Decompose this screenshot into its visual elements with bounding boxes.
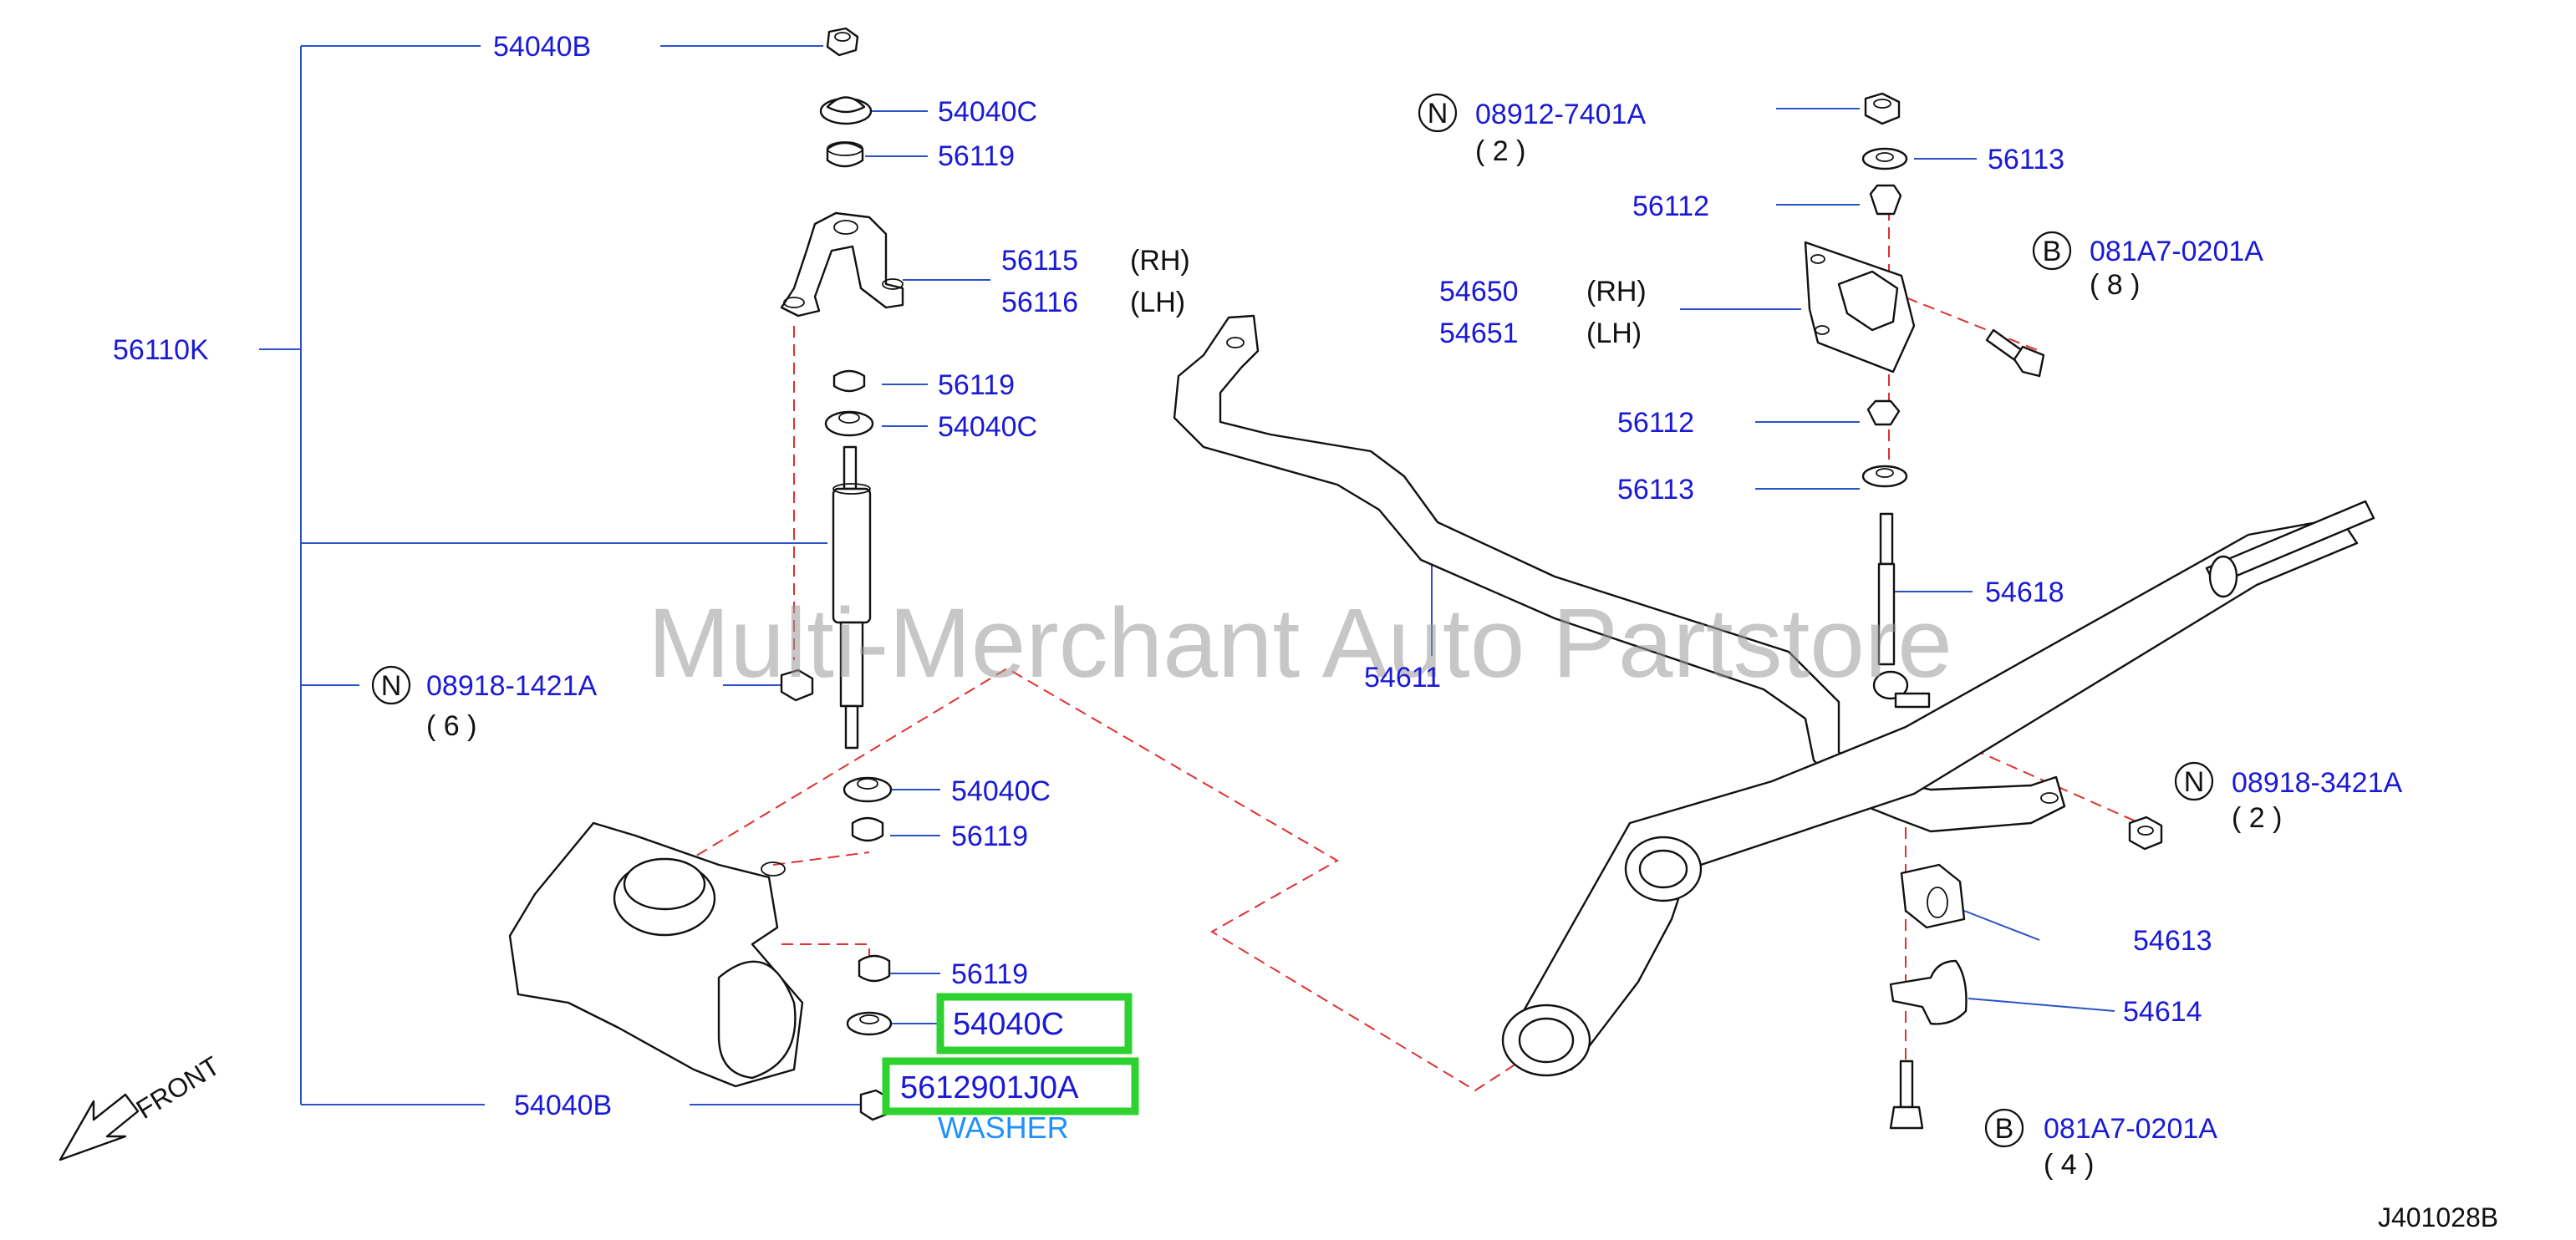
washer-56119-lower-2[interactable] <box>858 954 891 983</box>
bushing-56112-upper[interactable] <box>1869 184 1902 216</box>
callout-56116[interactable]: 56116 <box>1001 287 1078 318</box>
bolt-081a7-bottom[interactable] <box>1889 1060 1924 1130</box>
b-marker-text: B <box>1995 1113 2014 1145</box>
stabilizer-link-54618[interactable] <box>1872 512 1931 709</box>
callout-54040c-1[interactable]: 54040C <box>938 96 1037 128</box>
callout-54611[interactable]: 54611 <box>1364 662 1441 694</box>
b-marker-081a7-top: B <box>2032 231 2072 271</box>
b-marker-text: B <box>2043 236 2062 267</box>
b-marker-081a7-bottom: B <box>1984 1108 2024 1148</box>
qty-08918-3421a: ( 2 ) <box>2232 802 2282 834</box>
washer-56113-lower[interactable] <box>1861 465 1908 488</box>
nut-08918-1421a[interactable] <box>780 668 814 702</box>
callout-081a7-top[interactable]: 081A7-0201A <box>2090 236 2263 267</box>
transverse-link <box>1501 500 2375 1077</box>
callout-54618[interactable]: 54618 <box>1985 577 2064 608</box>
callout-56119-1[interactable]: 56119 <box>938 140 1015 172</box>
part-description-washer: WASHER <box>938 1110 1069 1145</box>
callout-56119-4[interactable]: 56119 <box>951 958 1028 990</box>
side-lh-56116: (LH) <box>1130 287 1185 318</box>
n-marker-08918-1421a: N <box>371 665 411 705</box>
callout-54614[interactable]: 54614 <box>2123 996 2202 1028</box>
shock-absorber[interactable] <box>832 445 872 750</box>
bolt-081a7-top[interactable] <box>1985 328 2045 378</box>
bushing-54040c-upper[interactable] <box>819 96 873 125</box>
washer-56113-upper[interactable] <box>1861 147 1908 170</box>
callout-54040b-top[interactable]: 54040B <box>493 31 591 63</box>
bushing-54040c-mid[interactable] <box>824 410 874 437</box>
qty-081a7-top: ( 8 ) <box>2090 269 2140 301</box>
callout-56115[interactable]: 56115 <box>1001 245 1078 277</box>
callout-54040c-4[interactable]: 54040C <box>953 1007 1064 1042</box>
n-marker-text: N <box>381 670 402 702</box>
callout-56113-1[interactable]: 56113 <box>1988 144 2064 175</box>
n-marker-text: N <box>2184 766 2205 798</box>
callout-54040c-3[interactable]: 54040C <box>951 775 1051 807</box>
bushing-54040c-lower-1[interactable] <box>843 776 893 803</box>
callout-56112-1[interactable]: 56112 <box>1632 191 1709 222</box>
steering-knuckle <box>508 821 804 1088</box>
nut-08912-7401a[interactable] <box>1864 92 1901 125</box>
leader-lines <box>259 45 2115 1105</box>
qty-08918-1421a: ( 6 ) <box>426 710 476 742</box>
washer-56119-mid[interactable] <box>832 369 866 393</box>
callout-54651[interactable]: 54651 <box>1439 318 1519 349</box>
n-marker-08918-3421a: N <box>2174 761 2214 801</box>
washer-56119-lower-1[interactable] <box>851 816 884 842</box>
callout-08912-7401a[interactable]: 08912-7401A <box>1475 99 1647 130</box>
n-marker-text: N <box>1428 98 1448 130</box>
qty-08912-7401a: ( 2 ) <box>1475 135 1525 167</box>
callout-54650[interactable]: 54650 <box>1439 276 1519 307</box>
callout-08918-1421a[interactable]: 08918-1421A <box>426 670 598 702</box>
bushing-54040c-lower-2[interactable] <box>846 1011 893 1036</box>
callout-56110k[interactable]: 56110K <box>113 334 209 366</box>
nut-54040b-top[interactable] <box>826 27 859 57</box>
callout-5612901j0a[interactable]: 5612901J0A <box>900 1070 1079 1105</box>
bushing-56112-lower[interactable] <box>1866 399 1901 426</box>
callout-54613[interactable]: 54613 <box>2133 925 2212 957</box>
side-rh-54650: (RH) <box>1586 276 1647 307</box>
clamp-54614[interactable] <box>1889 959 1968 1025</box>
callout-54040b-bottom[interactable]: 54040B <box>514 1090 612 1121</box>
bushing-54613[interactable] <box>1900 863 1966 929</box>
callout-56112-2[interactable]: 56112 <box>1617 407 1694 439</box>
highlight-5612901j0a <box>882 1057 1139 1115</box>
washer-56119-upper[interactable] <box>826 141 864 168</box>
callout-08918-3421a[interactable]: 08918-3421A <box>2232 767 2403 799</box>
qty-081a7-bottom: ( 4 ) <box>2044 1149 2094 1181</box>
side-lh-54651: (LH) <box>1586 318 1642 349</box>
front-arrow-icon <box>59 1093 140 1161</box>
stabilizer-bar-54611[interactable] <box>1173 314 2066 833</box>
callout-081a7-bottom[interactable]: 081A7-0201A <box>2044 1113 2217 1145</box>
diagram-code: J401028B <box>2378 1202 2498 1232</box>
watermark-text: Multi-Merchant Auto Partstore <box>648 588 1952 699</box>
callout-56119-3[interactable]: 56119 <box>951 821 1028 852</box>
highlight-54040c <box>936 993 1133 1055</box>
side-rh-56115: (RH) <box>1130 245 1190 277</box>
bracket-54650-54651[interactable] <box>1804 241 1916 374</box>
n-marker-08912-7401a: N <box>1418 93 1458 133</box>
front-label: FRONT <box>131 1050 226 1125</box>
callout-56119-2[interactable]: 56119 <box>938 369 1015 401</box>
nut-08918-3421a[interactable] <box>2128 816 2163 851</box>
bracket-56115-56116[interactable] <box>780 211 904 318</box>
callout-54040c-2[interactable]: 54040C <box>938 411 1037 443</box>
callout-56113-2[interactable]: 56113 <box>1617 474 1694 506</box>
